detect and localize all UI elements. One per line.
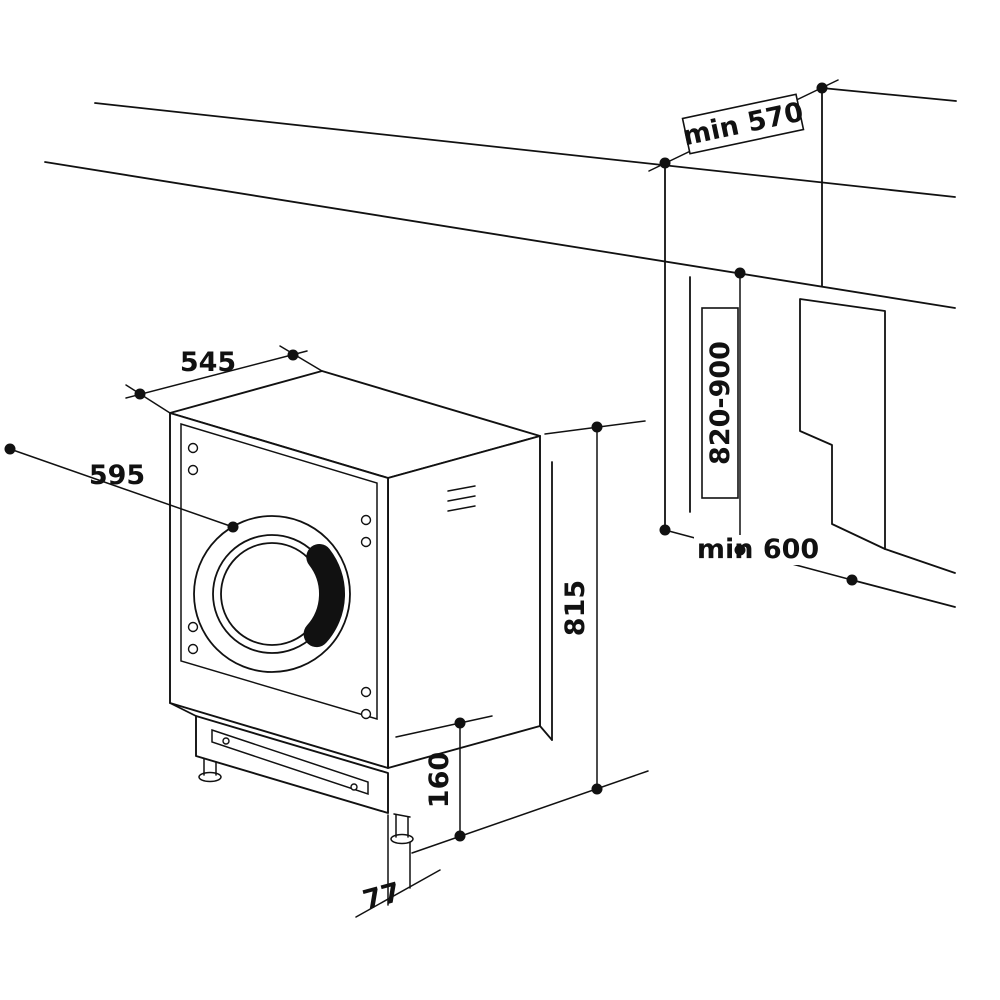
dim-min570	[648, 79, 839, 172]
dim-endpoint-dot	[591, 421, 603, 433]
screw-icon	[187, 621, 199, 633]
dim-545	[125, 345, 323, 414]
dim-endpoint-dot	[734, 267, 746, 279]
cabinet-floor-edge	[884, 548, 956, 574]
vent-slot	[447, 495, 476, 502]
right-foot	[390, 813, 414, 845]
worktop-rear-edge	[821, 87, 957, 102]
screw-icon	[360, 686, 372, 698]
floor-line	[411, 770, 649, 854]
kick-plate-screw-icon	[350, 783, 358, 791]
dim-endpoint-dot	[287, 349, 299, 361]
vent-slot	[447, 485, 476, 492]
dim-endpoint-dot	[134, 388, 146, 400]
washing-machine	[169, 370, 553, 845]
right-foot-cap	[393, 813, 411, 818]
dim-endpoint-dot	[659, 524, 671, 536]
dim-77-label: 77	[360, 877, 404, 917]
worktop-front-edge	[94, 102, 956, 198]
vent-slot	[447, 505, 476, 512]
dim-160-top-extension	[395, 715, 493, 738]
dim-endpoint-dot	[846, 574, 858, 586]
dim-545-line	[125, 350, 308, 399]
dim-820-900	[701, 272, 741, 551]
dim-endpoint-dot	[734, 544, 746, 556]
dim-77-tick	[355, 869, 441, 918]
niche	[664, 87, 956, 608]
screw-icon	[360, 536, 372, 548]
dim-endpoint-dot	[816, 82, 828, 94]
worktop	[44, 87, 957, 309]
left-foot	[198, 758, 222, 783]
dim-820-900-box	[701, 307, 739, 499]
front-panel-inner-border	[180, 422, 378, 721]
screw-icon	[360, 708, 372, 720]
machine-rear-bottom-connector	[539, 725, 553, 741]
dim-595	[9, 448, 234, 528]
vent-slots	[447, 485, 476, 512]
dim-545-label: 545	[180, 347, 236, 378]
machine-door	[193, 515, 351, 673]
dim-endpoint-dot	[591, 783, 603, 795]
machine-front-face	[169, 412, 389, 769]
dimension-endpoint-dots	[4, 82, 858, 842]
dim-545-witness	[279, 345, 323, 372]
dim-min600-label: min 600	[697, 534, 819, 565]
dim-595-label: 595	[89, 460, 145, 491]
plinth	[169, 702, 414, 845]
screw-icon	[360, 514, 372, 526]
dim-160	[395, 715, 493, 837]
door-handle-shade	[303, 544, 346, 648]
dim-545-witness	[125, 384, 171, 414]
dim-160-label: 160	[424, 752, 455, 808]
dim-min600-label-mask	[694, 535, 822, 565]
door-outer-ring	[193, 515, 351, 673]
dim-820-900-label: 820-900	[705, 341, 736, 465]
screw-icon	[187, 643, 199, 655]
screw-icon	[187, 464, 199, 476]
dim-815-label: 815	[560, 580, 591, 636]
front-panel-screws	[187, 442, 372, 720]
plinth-connector	[169, 702, 197, 717]
dim-77	[355, 814, 441, 918]
dim-endpoint-dot	[454, 717, 466, 729]
worktop-lower-edge	[44, 161, 956, 309]
left-foot-base	[198, 771, 222, 783]
dim-endpoint-dot	[454, 830, 466, 842]
dim-min570-box	[681, 93, 805, 155]
kick-plate-screw-icon	[222, 737, 230, 745]
machine-side-face	[387, 435, 541, 769]
floor-extension	[851, 579, 956, 608]
screw-icon	[187, 442, 199, 454]
right-foot-base	[390, 833, 414, 845]
dim-endpoint-dot	[659, 157, 671, 169]
dim-endpoint-dot	[4, 443, 16, 455]
dim-595-line	[9, 448, 234, 528]
kick-plate	[211, 728, 369, 796]
dim-endpoint-dot	[227, 521, 239, 533]
dim-min600	[664, 529, 853, 581]
cabinet-side-panel	[799, 298, 886, 550]
